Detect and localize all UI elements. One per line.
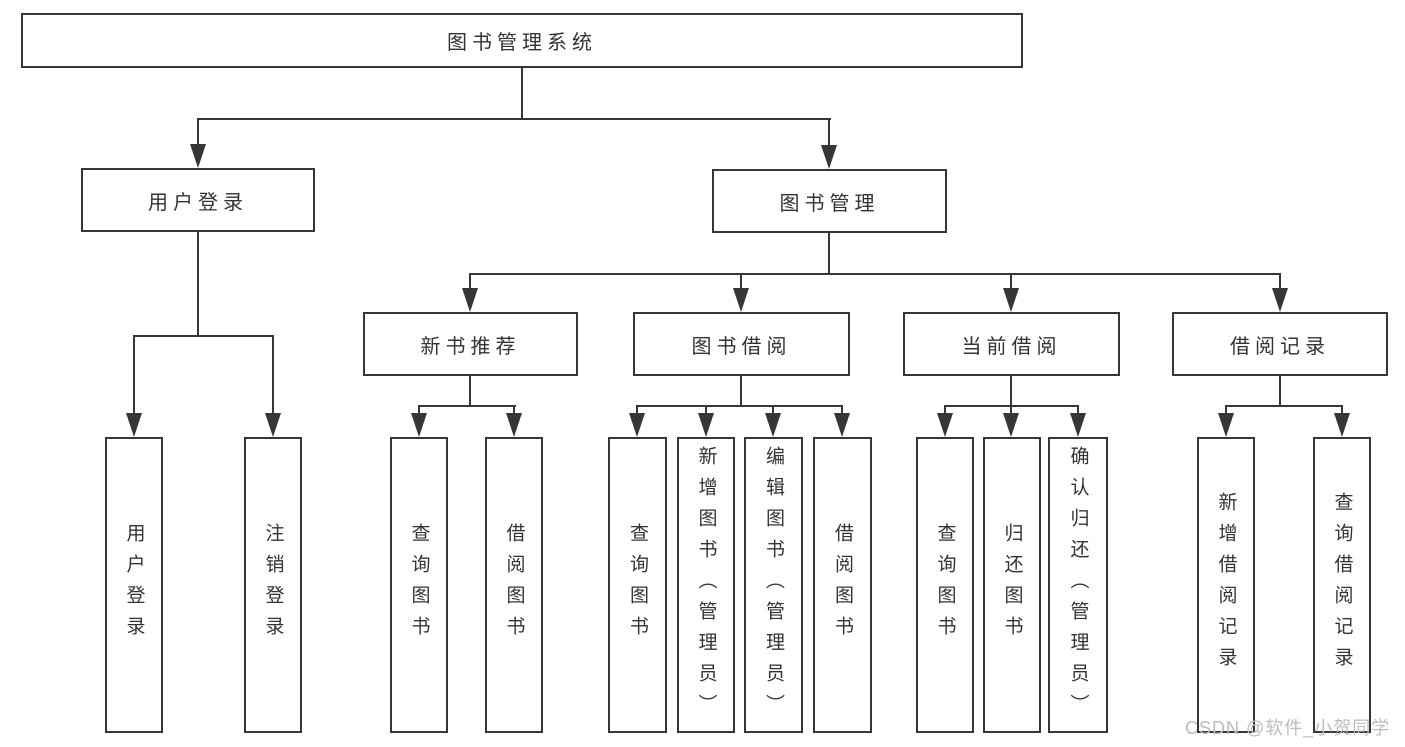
connector-root-bar	[197, 118, 831, 120]
arrowhead-book-management	[821, 145, 837, 169]
connector-bookmgmt-bar	[469, 273, 1281, 275]
connector-drop-bb-edit	[772, 405, 774, 417]
connector-bookborrow-bar	[636, 405, 843, 407]
connector-newbook-bar	[418, 405, 516, 407]
leaf-logout: 注销登录	[244, 437, 302, 733]
arrowhead-leaf-logout	[265, 413, 281, 437]
arrowhead-cb-query	[937, 413, 953, 437]
leaf-query-borrow-record: 查询借阅记录	[1313, 437, 1371, 733]
leaf-query-books-recommend: 查询图书	[390, 437, 448, 733]
connector-bookmgmt-trunk	[828, 233, 830, 273]
connector-drop-user-login	[197, 118, 199, 148]
connector-borrowrecords-bar	[1225, 405, 1343, 407]
arrowhead-bookborrow	[733, 288, 749, 312]
connector-drop-cb-query	[944, 405, 946, 417]
node-book-borrow: 图书借阅	[633, 312, 850, 376]
connector-borrowrecords-trunk	[1279, 376, 1281, 405]
arrowhead-nb-borrow	[506, 413, 522, 437]
leaf-return-books: 归还图书	[983, 437, 1041, 733]
connector-drop-bb-add	[705, 405, 707, 417]
connector-currentborrow-trunk	[1010, 376, 1012, 405]
node-library-management-system: 图书管理系统	[21, 13, 1023, 68]
arrowhead-br-query	[1334, 413, 1350, 437]
node-new-book-recommend: 新书推荐	[363, 312, 578, 376]
connector-drop-bb-query	[636, 405, 638, 417]
connector-drop-book-management	[828, 118, 830, 149]
node-current-borrow: 当前借阅	[903, 312, 1120, 376]
node-user-login: 用户登录	[81, 168, 315, 232]
arrowhead-leaf-login	[126, 413, 142, 437]
connector-drop-newbook	[469, 273, 471, 291]
arrowhead-nb-query	[411, 413, 427, 437]
connector-bookborrow-trunk	[740, 376, 742, 405]
leaf-confirm-return-admin: 确认归还（管理员）	[1048, 437, 1108, 733]
connector-drop-cb-return	[1010, 405, 1012, 417]
leaf-borrow-books-recommend: 借阅图书	[485, 437, 543, 733]
leaf-edit-books-admin: 编辑图书（管理员）	[744, 437, 803, 733]
connector-drop-leaf-login	[133, 335, 135, 416]
csdn-watermark: CSDN @软件_小贺同学	[1185, 718, 1391, 738]
arrowhead-newbook	[462, 288, 478, 312]
arrowhead-bb-edit	[765, 413, 781, 437]
arrowhead-cb-return	[1003, 413, 1019, 437]
arrowhead-bb-borrow	[834, 413, 850, 437]
arrowhead-bb-query	[629, 413, 645, 437]
leaf-borrow-books: 借阅图书	[813, 437, 872, 733]
connector-drop-nb-query	[418, 405, 420, 417]
connector-drop-cb-confirm	[1077, 405, 1079, 417]
arrowhead-cb-confirm	[1070, 413, 1086, 437]
arrowhead-currentborrow	[1003, 288, 1019, 312]
leaf-query-books-borrow: 查询图书	[608, 437, 667, 733]
connector-root-trunk	[521, 68, 523, 118]
connector-drop-nb-borrow	[513, 405, 515, 417]
arrowhead-user-login	[190, 144, 206, 168]
connector-userlogin-trunk	[197, 232, 199, 335]
node-borrow-records: 借阅记录	[1172, 312, 1388, 376]
node-book-management: 图书管理	[712, 169, 947, 233]
arrowhead-borrowrecords	[1272, 288, 1288, 312]
connector-drop-currentborrow	[1010, 273, 1012, 291]
connector-drop-leaf-logout	[272, 335, 274, 416]
connector-drop-br-add	[1225, 405, 1227, 417]
leaf-add-borrow-record: 新增借阅记录	[1197, 437, 1255, 733]
connector-drop-bookborrow	[740, 273, 742, 291]
arrowhead-br-add	[1218, 413, 1234, 437]
connector-userlogin-bar	[133, 335, 274, 337]
leaf-query-books-current: 查询图书	[916, 437, 974, 733]
leaf-add-books-admin: 新增图书（管理员）	[677, 437, 735, 733]
leaf-user-login: 用户登录	[105, 437, 163, 733]
connector-drop-br-query	[1341, 405, 1343, 417]
connector-drop-borrowrecords	[1279, 273, 1281, 291]
connector-newbook-trunk	[469, 376, 471, 405]
connector-drop-bb-borrow	[841, 405, 843, 417]
arrowhead-bb-add	[698, 413, 714, 437]
